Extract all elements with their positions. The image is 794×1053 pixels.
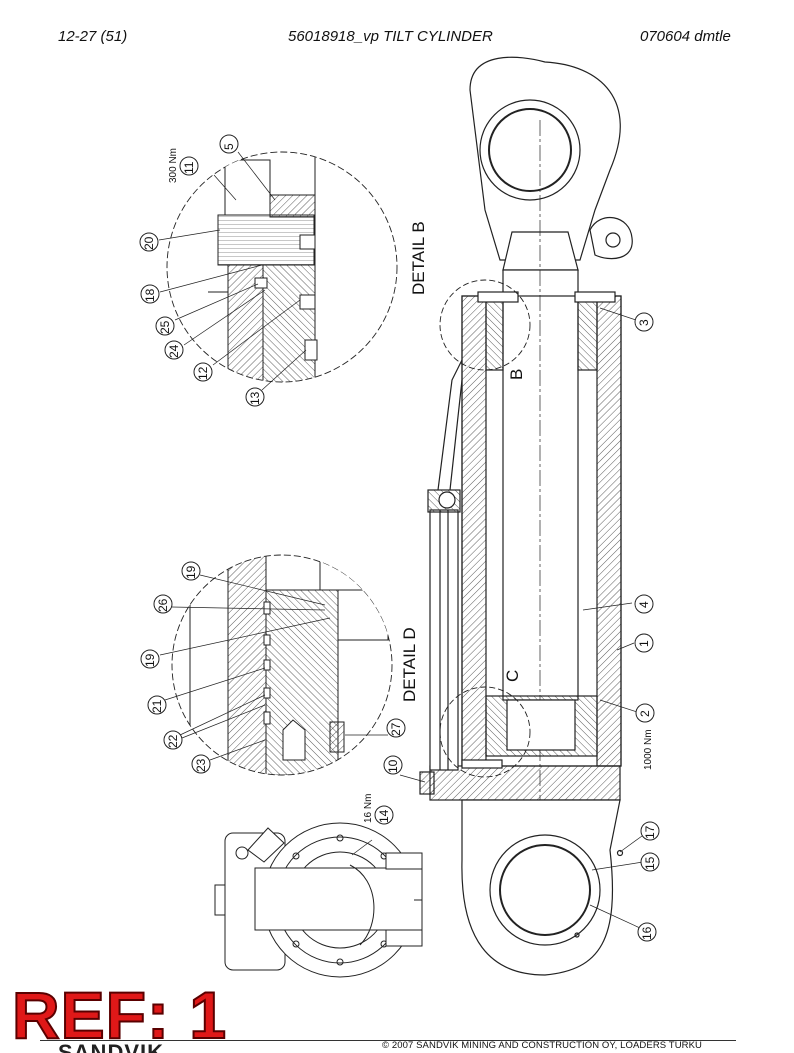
part-number: 19 — [184, 565, 198, 579]
brand-logo-partial: SANDVIK — [58, 1040, 165, 1053]
section-b-marker: B — [507, 369, 526, 380]
part-number: 13 — [248, 391, 262, 405]
detail-b-view — [158, 151, 398, 391]
part-number: 3 — [637, 319, 651, 326]
balloon-20 — [139, 232, 159, 252]
balloon-24 — [164, 340, 184, 360]
detail-d-view — [159, 554, 393, 776]
part-number: 1 — [637, 640, 651, 647]
part-number: 27 — [389, 722, 403, 736]
part-number: 2 — [638, 710, 652, 717]
balloon-22 — [163, 730, 183, 750]
part-number: 12 — [196, 366, 210, 380]
part-number: 17 — [643, 825, 657, 839]
balloon-26 — [153, 594, 173, 614]
balloon-15 — [640, 852, 660, 872]
part-number: 11 — [182, 161, 196, 174]
balloon-18 — [140, 284, 160, 304]
section-c-marker: C — [503, 670, 522, 682]
part-number: 15 — [643, 856, 657, 870]
part-number: 24 — [167, 344, 181, 358]
part-number: 19 — [143, 653, 157, 667]
balloon-21 — [147, 695, 167, 715]
balloon-11 — [179, 156, 199, 176]
part-balloon-numbers: 5 11 20 18 25 24 12 13 3 19 26 19 4 1 2 … — [142, 143, 657, 940]
part-number: 26 — [156, 598, 170, 612]
balloon-3 — [634, 312, 654, 332]
part-number: 14 — [377, 809, 391, 823]
balloon-25 — [155, 316, 175, 336]
balloon-19b — [140, 649, 160, 669]
part-number: 25 — [158, 320, 172, 334]
part-number: 4 — [637, 601, 651, 608]
detail-b-label: DETAIL B — [409, 221, 428, 295]
balloon-27 — [386, 718, 406, 738]
torque-1000-label: 1000 Nm — [643, 729, 654, 770]
torque-300-label: 300 Nm — [168, 148, 179, 183]
part-number: 5 — [222, 143, 236, 150]
page-reference: 12-27 (51) — [58, 28, 128, 45]
part-number: 20 — [142, 236, 156, 250]
drawing-labels: DETAIL B DETAIL D B C 300 Nm 1000 Nm 16 … — [168, 148, 654, 823]
balloon-5 — [219, 134, 239, 154]
part-number: 10 — [386, 759, 400, 773]
balloon-2 — [635, 703, 655, 723]
end-view — [214, 822, 423, 978]
balloon-19a — [181, 561, 201, 581]
part-number: 22 — [166, 734, 180, 748]
balloon-10 — [383, 755, 403, 775]
balloon-12 — [193, 362, 213, 382]
balloon-17 — [640, 821, 660, 841]
torque-16-label: 16 Nm — [363, 794, 374, 823]
footer-rule — [40, 1040, 736, 1041]
balloon-16 — [637, 922, 657, 942]
balloon-13 — [245, 387, 265, 407]
copyright-notice: © 2007 SANDVIK MINING AND CONSTRUCTION O… — [382, 1040, 703, 1051]
drawing-title: 56018918_vp TILT CYLINDER — [288, 28, 493, 45]
cylinder-assembly — [399, 56, 644, 976]
balloon-1 — [634, 633, 654, 653]
part-number: 18 — [143, 288, 157, 302]
ref-stamp: REF: 1 — [11, 978, 228, 1052]
detail-d-label: DETAIL D — [400, 627, 419, 702]
balloon-23 — [191, 754, 211, 774]
balloon-14 — [374, 805, 394, 825]
revision-code: 070604 dmtle — [640, 28, 731, 45]
part-number: 23 — [194, 758, 208, 772]
part-balloons — [139, 134, 660, 942]
balloon-4 — [634, 594, 654, 614]
part-number: 21 — [150, 699, 164, 713]
part-number: 16 — [640, 926, 654, 940]
